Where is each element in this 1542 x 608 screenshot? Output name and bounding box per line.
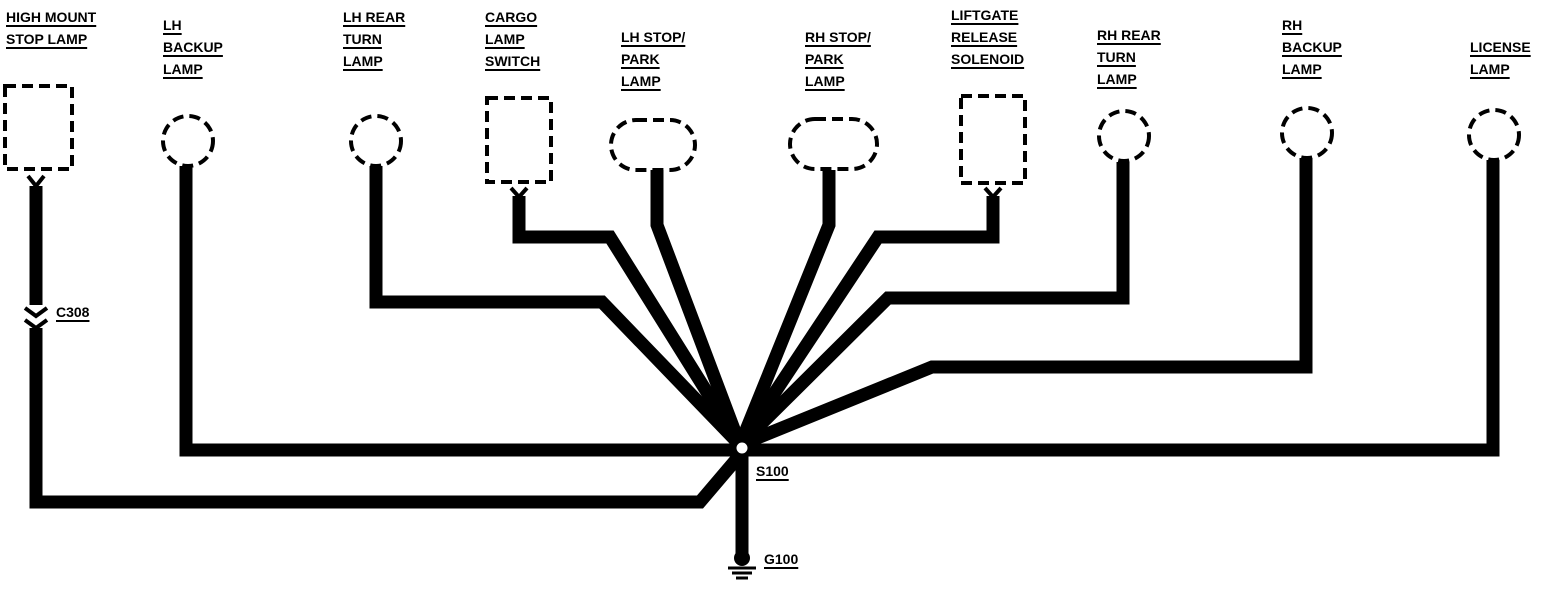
- lh-stop-park-lamp-symbol: [609, 118, 697, 172]
- rh-stop-park-lamp-symbol: [788, 117, 879, 171]
- cargo-switch-terminal-icon: [509, 186, 529, 201]
- wire-rh-rear-turn-lamp: [735, 162, 1130, 450]
- label-liftgate-release-solenoid: LIFTGATE RELEASE SOLENOID: [951, 7, 1025, 67]
- wire-rh-stop-park-lamp: [733, 170, 836, 448]
- high-mount-stop-lamp-symbol: [3, 84, 74, 171]
- s100-splice-icon: [731, 437, 753, 459]
- rh-backup-lamp-symbol: [1280, 106, 1334, 160]
- label-rh-stop-park-lamp: RH STOP/ PARK LAMP: [805, 29, 871, 89]
- wire-license-lamp: [740, 160, 1500, 457]
- label-lh-stop-park-lamp: LH STOP/ PARK LAMP: [621, 29, 686, 89]
- label-cargo-lamp-switch: CARGO LAMP SWITCH: [485, 9, 541, 69]
- label-c308: C308: [56, 304, 90, 320]
- lh-rear-turn-lamp-symbol: [349, 114, 403, 168]
- high-mount-terminal-icon: [26, 174, 46, 190]
- cargo-lamp-switch-symbol: [485, 96, 553, 184]
- label-lh-rear-turn-lamp: LH REAR TURN LAMP: [343, 9, 406, 69]
- rh-rear-turn-lamp-symbol: [1097, 109, 1151, 163]
- wire-high-mount-stop-lamp-lower: [29, 328, 745, 509]
- wire-liftgate-release-solenoid: [734, 196, 1000, 449]
- label-g100: G100: [764, 551, 799, 567]
- wire-rh-backup-lamp: [737, 158, 1313, 452]
- liftgate-terminal-icon: [983, 186, 1003, 201]
- label-license-lamp: LICENSE LAMP: [1470, 39, 1531, 77]
- label-s100: S100: [756, 463, 789, 479]
- lh-backup-lamp-symbol: [161, 114, 215, 168]
- wire-lh-backup-lamp: [179, 166, 740, 457]
- wire-lh-rear-turn-lamp: [369, 166, 745, 450]
- liftgate-release-solenoid-symbol: [959, 94, 1027, 185]
- wire-lh-stop-park-lamp: [650, 170, 747, 448]
- c308-connector-icon: [23, 306, 49, 331]
- label-high-mount-stop-lamp: HIGH MOUNT STOP LAMP: [6, 9, 97, 47]
- g100-ground-icon: [728, 550, 756, 580]
- label-rh-rear-turn-lamp: RH REAR TURN LAMP: [1097, 27, 1161, 87]
- license-lamp-symbol: [1467, 108, 1521, 162]
- label-lh-backup-lamp: LH BACKUP LAMP: [163, 17, 223, 77]
- label-rh-backup-lamp: RH BACKUP LAMP: [1282, 17, 1342, 77]
- wire-cargo-lamp-switch: [512, 196, 746, 449]
